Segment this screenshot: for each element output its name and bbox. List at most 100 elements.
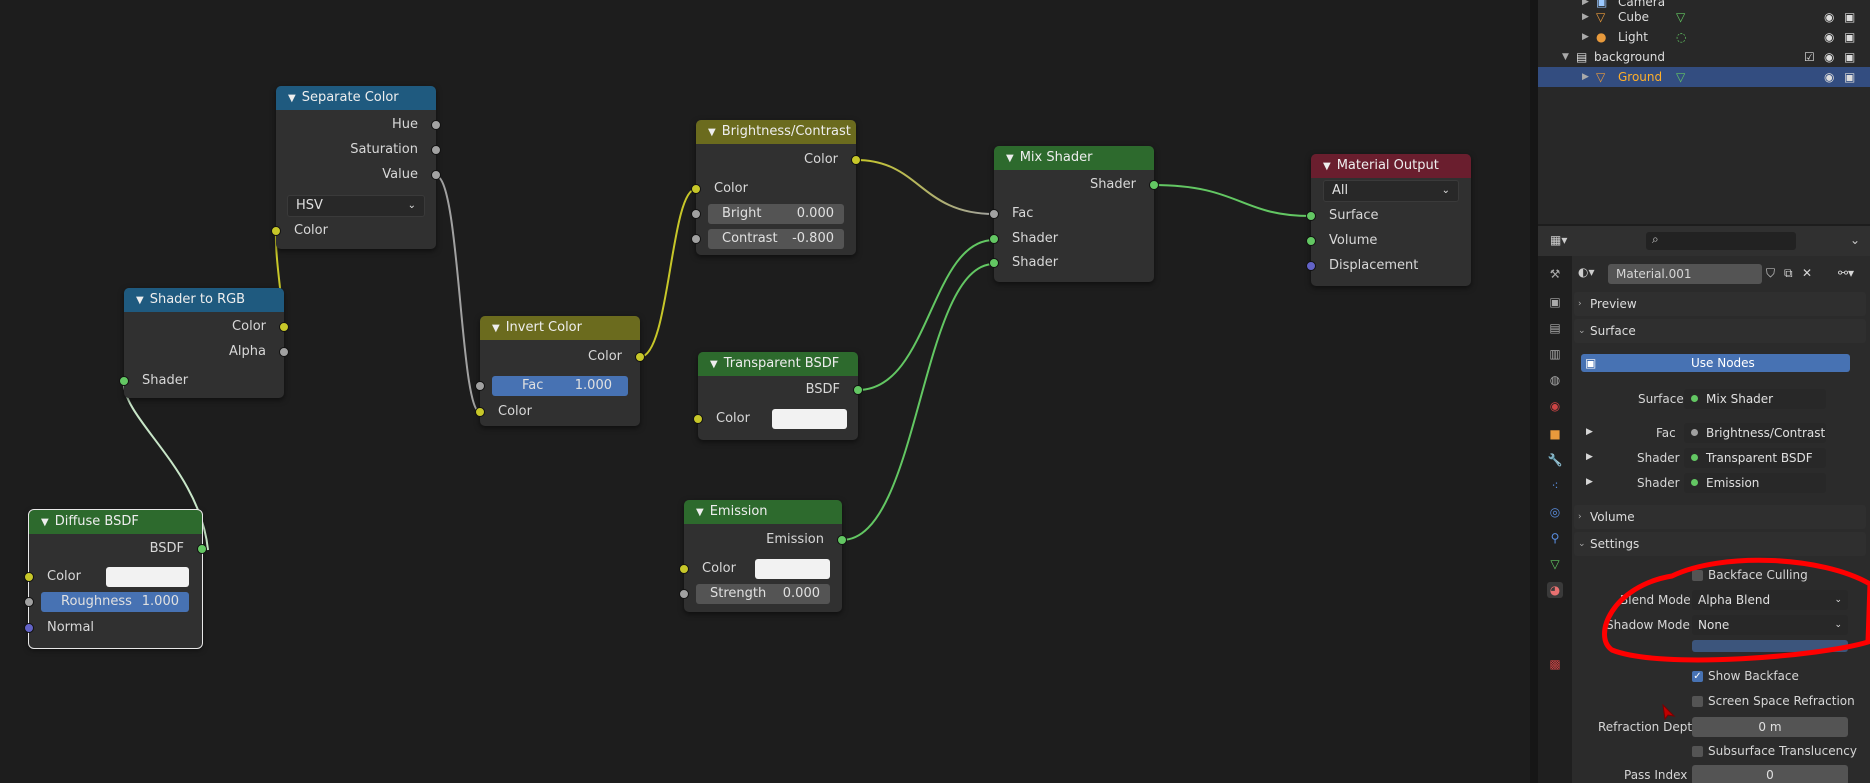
node-header[interactable]: ▼Transparent BSDF: [698, 352, 858, 376]
node-header[interactable]: ▼Shader to RGB: [124, 288, 284, 312]
node-emission[interactable]: ▼Emission Emission Color Strength 0.000: [679, 500, 847, 612]
node-header[interactable]: ▼Invert Color: [480, 316, 640, 340]
node-header[interactable]: ▼Separate Color: [276, 86, 436, 110]
fac-link-field[interactable]: Brightness/Contrast: [1684, 423, 1826, 443]
node-separate-color[interactable]: ▼Separate Color Hue Saturation Value HSV…: [271, 86, 441, 249]
node-header[interactable]: ▼Emission: [684, 500, 842, 524]
node-mix-shader[interactable]: ▼Mix Shader Shader Fac Shader Shader: [989, 146, 1159, 282]
output-icon[interactable]: ▤: [1549, 321, 1561, 335]
camera-render-icon[interactable]: ▣: [1844, 10, 1856, 24]
use-nodes-button[interactable]: ▣ Use Nodes: [1581, 354, 1850, 372]
color-swatch[interactable]: [772, 409, 847, 429]
socket-hue[interactable]: [431, 120, 441, 130]
socket-bright-in[interactable]: [691, 209, 701, 219]
expand-arrow-icon[interactable]: ▶: [1586, 477, 1593, 487]
texture-icon[interactable]: ▩: [1549, 657, 1561, 671]
node-shader-to-rgb[interactable]: ▼Shader to RGB Color Alpha Shader: [119, 288, 289, 398]
expand-arrow-icon[interactable]: ▶: [1582, 32, 1589, 42]
socket-shader-in[interactable]: [119, 376, 129, 386]
constraints-icon[interactable]: ⚲: [1550, 531, 1560, 545]
expand-arrow-icon[interactable]: ▶: [1582, 0, 1589, 7]
eye-icon[interactable]: ◉: [1824, 30, 1835, 44]
socket-shader-in-1[interactable]: [989, 234, 999, 244]
fac-field[interactable]: Fac 1.000: [492, 376, 628, 396]
world-icon[interactable]: ◉: [1549, 399, 1561, 413]
socket-displacement-in[interactable]: [1306, 261, 1316, 271]
render-icon[interactable]: ▣: [1549, 295, 1561, 309]
socket-color-out[interactable]: [279, 322, 289, 332]
color-swatch[interactable]: [106, 567, 189, 587]
node-diffuse-bsdf[interactable]: ▼Diffuse BSDF BSDF Color Roughness 1.000…: [24, 509, 207, 649]
scene-icon[interactable]: ◍: [1549, 373, 1561, 387]
socket-normal-in[interactable]: [24, 623, 34, 633]
expand-arrow-icon[interactable]: ▶: [1586, 427, 1593, 437]
bright-field[interactable]: Bright 0.000: [708, 204, 844, 224]
camera-render-icon[interactable]: ▣: [1844, 30, 1856, 44]
socket-color-in[interactable]: [691, 184, 701, 194]
color-swatch[interactable]: [755, 559, 830, 579]
expand-arrow-icon[interactable]: ▶: [1582, 12, 1589, 22]
pass-index-field[interactable]: 0: [1692, 765, 1848, 783]
socket-color-in[interactable]: [271, 226, 281, 236]
socket-color-in[interactable]: [24, 572, 34, 582]
chevron-down-icon[interactable]: ▼: [41, 517, 49, 528]
panel-volume[interactable]: ›Volume: [1574, 505, 1866, 529]
socket-fac-in[interactable]: [989, 209, 999, 219]
subsurface-translucency-checkbox[interactable]: [1692, 746, 1703, 757]
search-input[interactable]: ⌕: [1646, 232, 1796, 250]
material-icon[interactable]: ◕: [1547, 582, 1563, 598]
node-transparent-bsdf[interactable]: ▼Transparent BSDF BSDF Color: [693, 352, 863, 440]
chevron-down-icon[interactable]: ▼: [136, 295, 144, 306]
socket-value[interactable]: [431, 170, 441, 180]
socket-color-in[interactable]: [679, 564, 689, 574]
socket-volume-in[interactable]: [1306, 236, 1316, 246]
chevron-down-icon[interactable]: ⌄: [1850, 233, 1861, 247]
tool-icon[interactable]: ⚒: [1549, 267, 1561, 281]
socket-shader-out[interactable]: [1149, 180, 1159, 190]
eye-icon[interactable]: ◉: [1824, 50, 1835, 64]
surface-link-field[interactable]: Mix Shader: [1684, 389, 1826, 409]
refraction-depth-field[interactable]: 0 m: [1692, 717, 1848, 737]
fake-user-shield-icon[interactable]: ⛉: [1766, 266, 1776, 280]
socket-saturation[interactable]: [431, 145, 441, 155]
socket-bsdf-out[interactable]: [197, 544, 207, 554]
backface-culling-checkbox[interactable]: [1692, 570, 1703, 581]
modifier-wrench-icon[interactable]: 🔧: [1547, 453, 1563, 467]
duplicate-icon[interactable]: ⧉: [1784, 266, 1793, 280]
eye-icon[interactable]: ◉: [1824, 70, 1835, 84]
socket-fac-in[interactable]: [475, 381, 485, 391]
node-header[interactable]: ▼Brightness/Contrast: [696, 120, 856, 144]
node-header[interactable]: ▼Material Output: [1311, 154, 1471, 178]
node-header[interactable]: ▼Diffuse BSDF: [29, 510, 202, 534]
object-data-icon[interactable]: ▽: [1550, 557, 1560, 571]
editor-type-icon[interactable]: ▦▾: [1550, 233, 1568, 247]
socket-color-in[interactable]: [475, 407, 485, 417]
shadow-mode-dropdown[interactable]: None⌄: [1692, 615, 1848, 635]
expand-arrow-icon[interactable]: ▶: [1582, 72, 1589, 82]
node-tree-icon[interactable]: ⚯▾: [1838, 266, 1855, 280]
show-backface-checkbox[interactable]: ✓: [1692, 671, 1703, 682]
chevron-down-icon[interactable]: ▼: [1323, 161, 1331, 172]
chevron-down-icon[interactable]: ▼: [492, 323, 500, 334]
chevron-down-icon[interactable]: ▼: [708, 127, 716, 138]
roughness-field[interactable]: Roughness 1.000: [41, 592, 189, 612]
shader2-link-field[interactable]: Emission: [1684, 473, 1826, 493]
panel-settings[interactable]: ⌄Settings: [1574, 532, 1866, 556]
camera-render-icon[interactable]: ▣: [1844, 50, 1856, 64]
material-name-field[interactable]: Material.001: [1608, 264, 1762, 284]
node-header[interactable]: ▼Mix Shader: [994, 146, 1154, 170]
strength-field[interactable]: Strength 0.000: [696, 584, 830, 604]
target-dropdown[interactable]: All⌄: [1323, 180, 1459, 202]
node-brightness-contrast[interactable]: ▼Brightness/Contrast Color Color Bright …: [691, 120, 861, 255]
socket-alpha-out[interactable]: [279, 347, 289, 357]
panel-preview[interactable]: ›Preview: [1574, 292, 1866, 316]
chevron-down-icon[interactable]: ▼: [696, 507, 704, 518]
chevron-down-icon[interactable]: ▼: [288, 93, 296, 104]
blend-mode-dropdown[interactable]: Alpha Blend⌄: [1692, 590, 1848, 610]
physics-icon[interactable]: ◎: [1549, 505, 1561, 519]
chevron-down-icon[interactable]: ▼: [710, 359, 718, 370]
close-icon[interactable]: ✕: [1802, 266, 1813, 280]
screen-space-refraction-checkbox[interactable]: [1692, 696, 1703, 707]
view-layer-icon[interactable]: ▥: [1549, 347, 1561, 361]
socket-shader-in-2[interactable]: [989, 258, 999, 268]
